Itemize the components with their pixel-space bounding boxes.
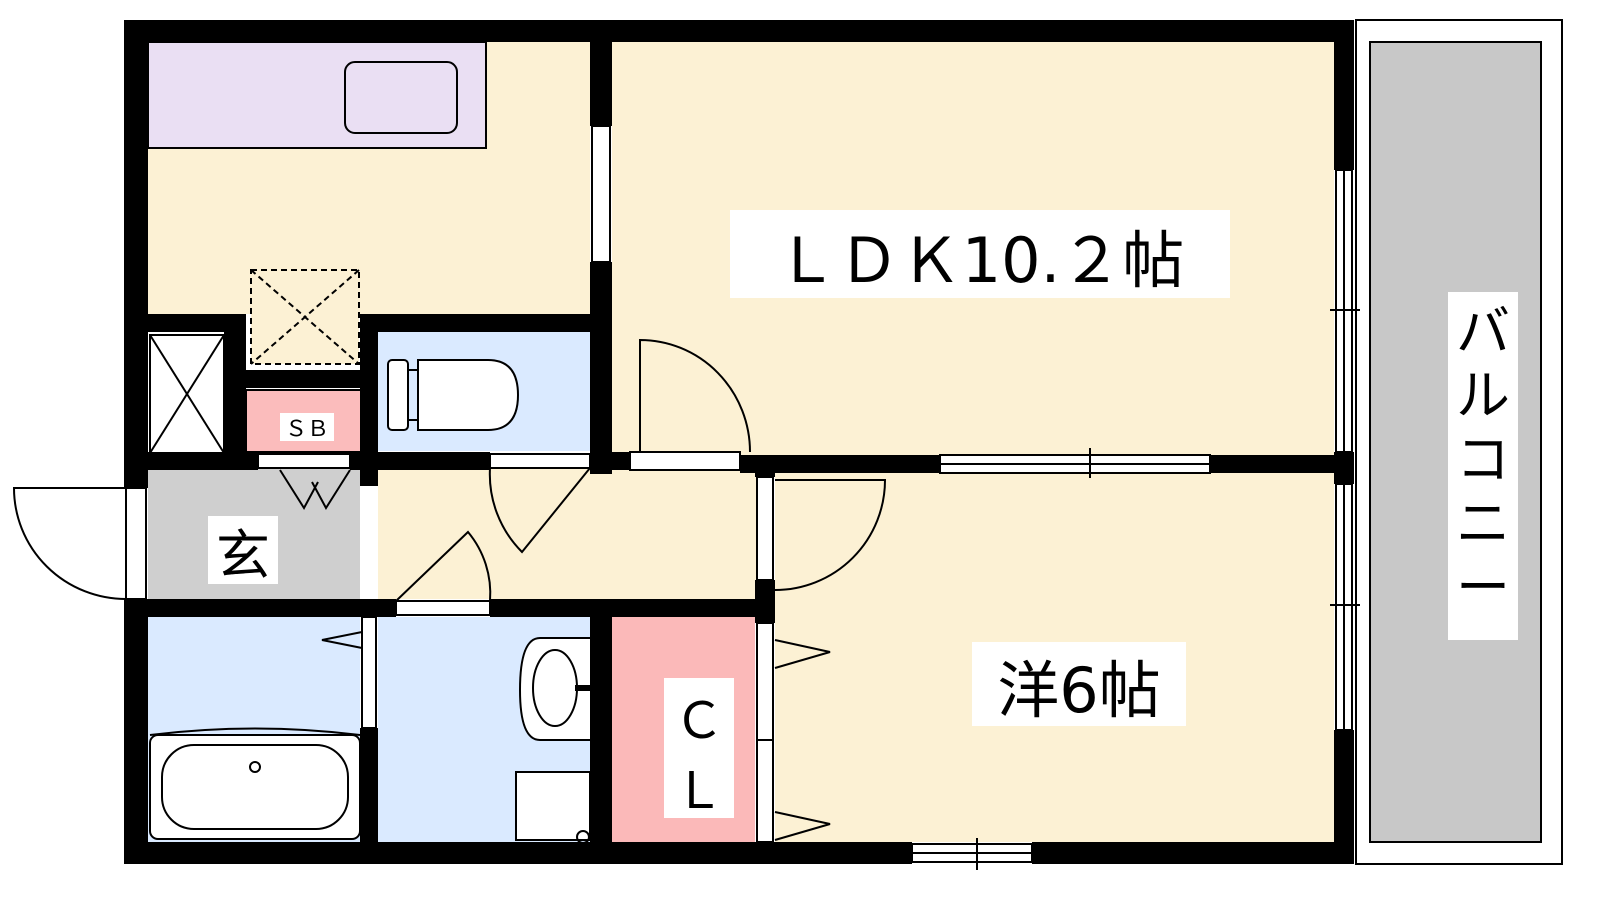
washing-machine-pan [515,771,591,841]
wall-hall-bottom-2 [490,599,775,617]
ldk-label: ＬＤＫ10.２帖 [776,224,1185,297]
toilet-tank [387,359,409,431]
closet-door-frame [756,622,774,843]
wall-hall-top-2 [350,452,490,470]
wall-ldk-bottom-1 [740,455,940,473]
bath-door-fold [321,631,363,649]
toilet-door-frame [489,453,591,469]
wall-fridge-right [360,314,378,474]
walls [124,20,1354,864]
wall-western-left [755,580,775,617]
wall-toilet-top [360,314,612,332]
western-door-frame [756,476,774,581]
closet-door-fold-bottom [774,811,831,841]
wall-bottom-left [124,842,912,864]
balcony-label-char: バ [1456,300,1510,363]
wall-hall-top-1 [148,452,258,470]
wall-hall-bottom-1 [148,599,396,617]
bathtub-inner [161,744,349,830]
front-door-swing [12,487,127,600]
storage-cross-2 [149,334,225,454]
fridge-cross-2 [250,269,360,365]
bathtub-outer [149,734,361,840]
wall-storage-top [148,314,246,332]
wall-right-top [1334,20,1354,170]
wall-top [124,20,1354,42]
wall-entrance-right [360,468,378,486]
balcony-inner [1369,41,1542,843]
front-door-frame [125,487,147,600]
window-kitchen [591,125,611,263]
wall-ldk-bottom-2 [1210,455,1334,473]
toilet-bowl [417,359,520,431]
western-label-bg [972,642,1186,726]
entrance-label-bg [208,516,278,584]
kitchen-sink [344,61,458,134]
wall-hall-top-3 [590,452,630,470]
windows [591,125,1360,870]
shoe-box-door-swing [279,469,351,510]
washroom-door-frame [395,600,491,616]
doors [12,338,887,843]
closet-label-top: Ｃ [674,692,724,750]
washroom-door-swing [395,530,492,602]
balcony-label-char: ル [1456,364,1510,427]
wall-bottom-right [1032,842,1354,864]
wall-right-bottom [1334,730,1354,864]
wall-left-top [124,20,148,488]
western-label: 洋6帖 [997,654,1160,727]
shoe-box-label-bg [280,413,334,441]
entrance-label: 玄 [216,524,270,587]
hallway-floor [378,468,756,599]
wall-right-mid [1334,452,1354,484]
toilet-door-swing [488,467,591,554]
room-labels: ＬＤＫ10.２帖 洋6帖 玄 Ｃ Ｌ ＳＢ バ ル コ ニ ー [208,210,1518,820]
closet-label-bg [664,678,734,818]
shoe-box-door-frame [257,453,351,469]
ldk-door-frame [629,451,741,471]
kitchen-counter [147,41,487,149]
bath-door-frame [361,616,377,729]
bath-drain-icon [249,761,261,773]
ldk-door-swing [639,338,751,453]
balcony-label-char: ニ [1456,492,1510,555]
balcony-outline [1355,19,1563,865]
balcony-label-bg [1448,292,1518,640]
closet-label-bottom: Ｌ [674,762,724,820]
shoe-box-label: ＳＢ [285,417,329,442]
balcony [1355,19,1563,865]
ldk-label-bg [730,210,1230,298]
wall-bath-wash [360,728,378,864]
bathtub-rim [149,727,361,736]
wall-wash-closet [590,599,612,864]
closet-door-fold-top [774,639,831,669]
wall-left-bottom [124,599,148,864]
balcony-label-char: ー [1456,556,1510,619]
wall-sb-top [224,370,362,388]
wall-kitchen-ldk-1 [590,42,612,126]
wall-hall-right [755,455,775,477]
western-door-swing [774,479,887,591]
balcony-label-char: コ [1456,428,1510,491]
wall-kitchen-ldk-2 [590,262,612,474]
fixtures [147,41,596,844]
